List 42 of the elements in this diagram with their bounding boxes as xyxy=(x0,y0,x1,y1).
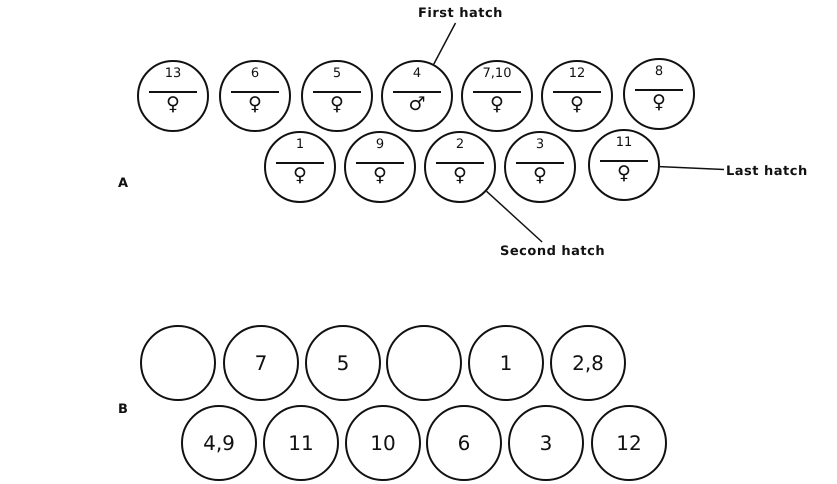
cell-number: 5 xyxy=(336,351,350,375)
cell-number: 6 xyxy=(458,431,470,455)
cell-number: 10 xyxy=(370,431,396,455)
panel-label: A xyxy=(118,176,128,191)
sex-symbol: ♀ xyxy=(533,166,547,185)
cell-number: 5 xyxy=(332,66,342,81)
cell-number: 2,8 xyxy=(572,351,604,375)
cell-number: 13 xyxy=(164,66,182,81)
cell-number: 1 xyxy=(500,351,512,375)
cell-number: 6 xyxy=(250,66,260,81)
callout-label: Second hatch xyxy=(500,244,606,259)
panel-label: B xyxy=(118,402,128,417)
sex-symbol: ♀ xyxy=(652,93,666,112)
sex-symbol: ♀ xyxy=(570,95,584,114)
leader-line xyxy=(486,190,543,243)
callout-label: Last hatch xyxy=(726,164,808,179)
sex-symbol: ♀ xyxy=(248,95,262,114)
callout-label: First hatch xyxy=(418,6,503,21)
sex-symbol: ♀ xyxy=(293,166,307,185)
sex-symbol: ♂ xyxy=(408,95,426,114)
sex-symbol: ♀ xyxy=(617,164,631,183)
cell-number: 1 xyxy=(296,137,304,152)
cell-number: 8 xyxy=(654,64,664,79)
cell-number: 3 xyxy=(536,137,544,152)
cell-number: 9 xyxy=(376,137,384,152)
leader-line xyxy=(660,166,724,170)
cell-number: 12 xyxy=(568,66,586,81)
sex-symbol: ♀ xyxy=(166,95,180,114)
sex-symbol: ♀ xyxy=(373,166,387,185)
cell-number: 11 xyxy=(616,135,632,150)
sex-symbol: ♀ xyxy=(453,166,467,185)
sex-symbol: ♀ xyxy=(490,95,504,114)
cell-number: 7,10 xyxy=(482,66,512,81)
cell-number: 4,9 xyxy=(203,431,235,455)
cell-number: 3 xyxy=(540,431,552,455)
sex-symbol: ♀ xyxy=(330,95,344,114)
cell-number: 12 xyxy=(616,431,642,455)
cell-number: 11 xyxy=(288,431,314,455)
cell-number: 7 xyxy=(254,351,268,375)
leader-line xyxy=(433,22,456,64)
cell-number: 2 xyxy=(456,137,464,152)
cell-number: 4 xyxy=(412,66,422,81)
